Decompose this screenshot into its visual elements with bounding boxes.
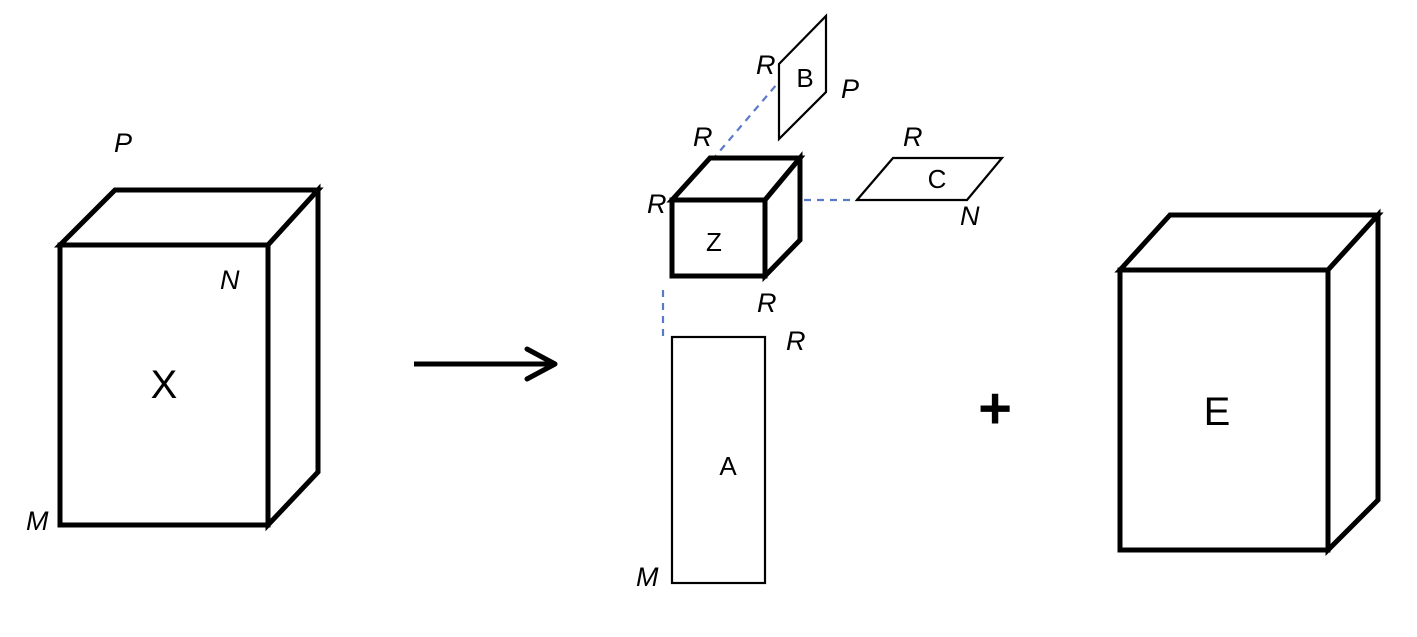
decomposition-arrow: [414, 346, 558, 382]
tensor-x-side-face: [265, 183, 321, 532]
factor-b-dim-r: R: [756, 50, 776, 80]
factor-a-dim-m: M: [636, 562, 659, 592]
core-z-dim-r-bottom: R: [757, 288, 777, 318]
core-z: Z R R R: [647, 122, 806, 318]
factor-c-slab: [854, 156, 1005, 202]
residual-e-label: E: [1204, 390, 1231, 434]
factor-a-label: A: [719, 451, 737, 481]
arrow-head: [524, 346, 558, 382]
factor-b-label: B: [796, 63, 813, 93]
residual-e: E: [1114, 208, 1384, 557]
tensor-x: X P N M: [26, 128, 324, 536]
tensor-x-front-face: [57, 242, 271, 528]
tensor-x-dim-p: P: [114, 128, 132, 158]
factor-a: A R M: [636, 326, 806, 592]
plus-operator: +: [978, 376, 1012, 441]
factor-c: C R N: [854, 122, 1005, 231]
core-z-dim-r-left: R: [647, 189, 667, 219]
tensor-x-dim-m: M: [26, 506, 49, 536]
factor-b-dim-p: P: [841, 74, 859, 104]
factor-a-dim-r: R: [786, 326, 806, 356]
factor-c-dim-r: R: [903, 122, 923, 152]
core-z-label: Z: [706, 227, 722, 257]
core-z-front-face: [669, 197, 768, 279]
factor-c-label: C: [928, 164, 947, 194]
residual-e-side-face: [1325, 208, 1381, 557]
factor-c-dim-n: N: [960, 201, 980, 231]
core-z-dim-r-top: R: [693, 122, 713, 152]
tensor-x-label: X: [151, 363, 178, 407]
tensor-x-dim-n: N: [220, 265, 240, 295]
factor-a-matrix: [670, 335, 767, 585]
residual-e-front-face: [1117, 267, 1331, 553]
factor-b-slab: [777, 13, 828, 142]
factor-b: B R P: [756, 13, 859, 142]
